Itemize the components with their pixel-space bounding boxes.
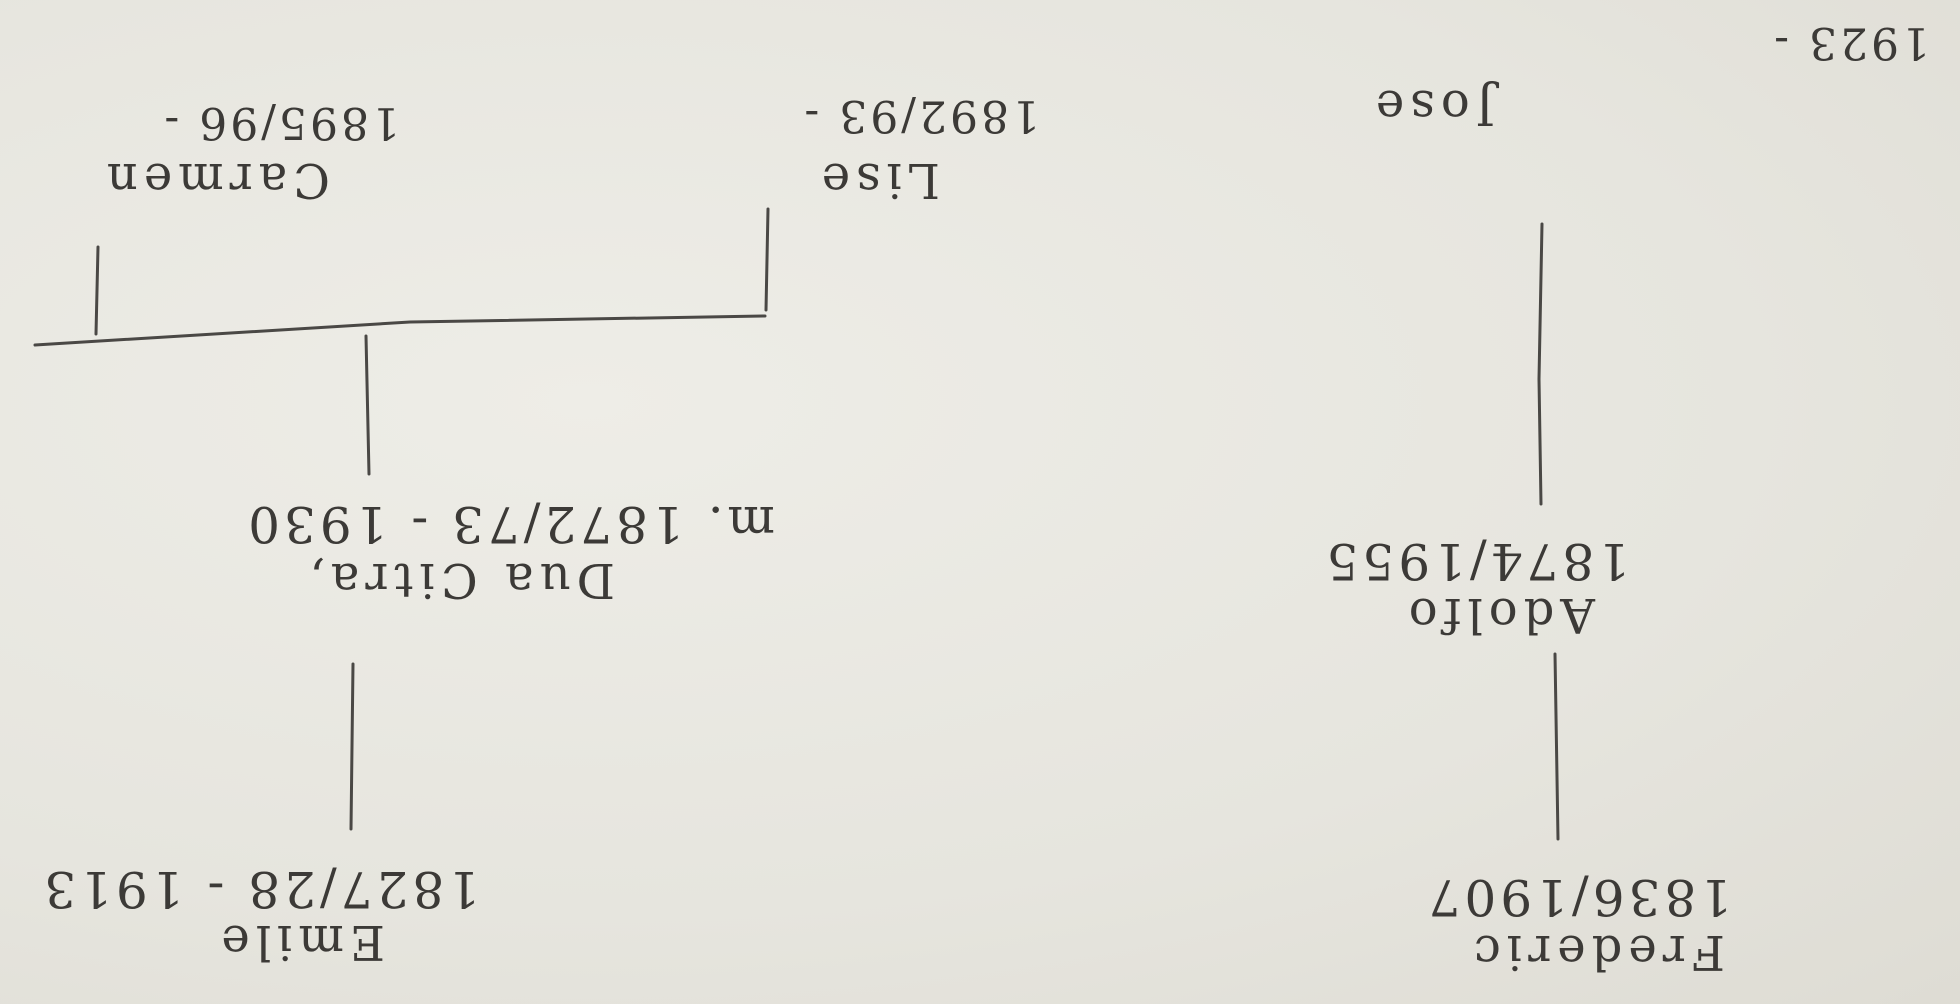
lise-dates: 1892/93 -	[801, 90, 1040, 141]
frederic-to-adolfo-line	[1553, 652, 1560, 841]
children-bar-line	[33, 314, 767, 347]
union-dates: m. 1872/73 - 1930	[244, 495, 775, 553]
carmen-name: Carmen	[100, 152, 330, 208]
carmen-dates: 1895/96 -	[161, 97, 400, 148]
emile-name: Emile	[215, 914, 385, 970]
union-to-bar-line	[364, 334, 371, 476]
jose-dates: 1923 -	[1771, 17, 1930, 68]
emile-to-union-line	[349, 662, 355, 831]
adolfo-dates: 1874/1955	[1322, 532, 1630, 590]
lise-name: Lise	[815, 152, 940, 208]
adolfo-name: Adolfo	[1402, 587, 1595, 643]
frederic-name: Frederic	[1468, 924, 1725, 980]
frederic-dates: 1836/1907	[1424, 868, 1732, 926]
union-name: Dua Citra,	[303, 552, 615, 608]
jose-name: Jose	[1369, 79, 1495, 135]
emile-dates: 1827/28 - 1913	[40, 860, 480, 918]
bar-to-lise-line	[764, 207, 770, 312]
bar-to-carmen-line	[94, 245, 100, 336]
adolfo-to-jose-line	[1537, 222, 1544, 506]
